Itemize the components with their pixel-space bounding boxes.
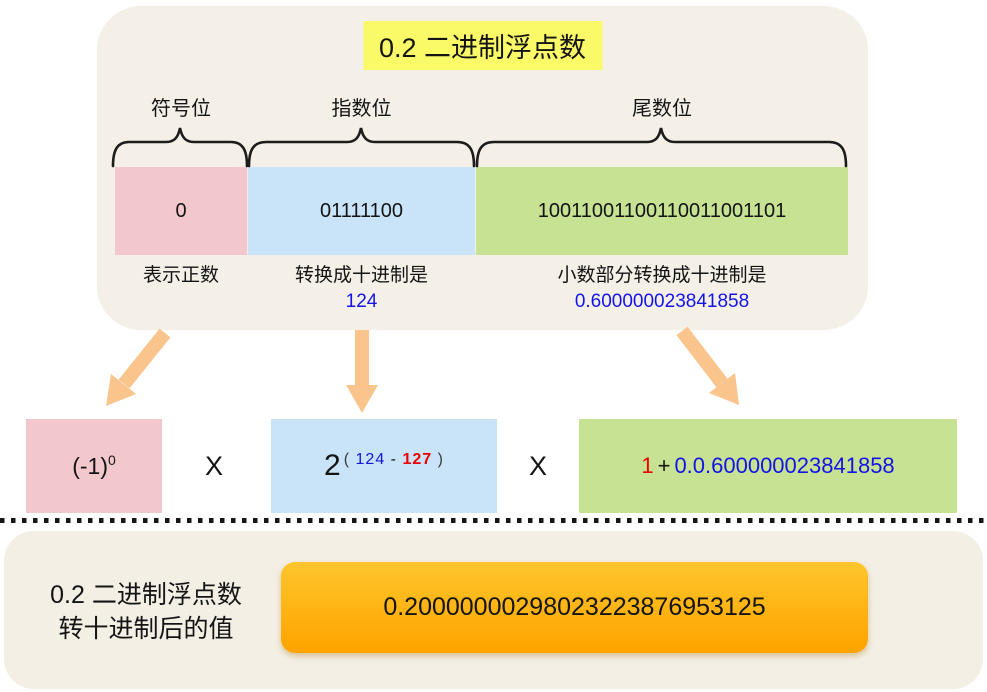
sign-bit-box: 0	[115, 167, 247, 255]
result-value: 0.20000000298023223876953125	[383, 593, 766, 621]
sign-arrow	[106, 328, 171, 406]
plus-sign: +	[657, 453, 671, 478]
multiply-operator-1: X	[204, 450, 223, 481]
minus-sign: -	[390, 451, 397, 468]
dotted-divider	[0, 518, 987, 523]
formula-exponent-term: 2( 124 - 127 )	[271, 419, 497, 513]
multiply-operator-2: X	[528, 450, 547, 481]
mantissa-decimal-value: 0.600000023841858	[574, 291, 750, 312]
card-title: 0.2 二进制浮点数	[362, 21, 603, 70]
result-value-box: 0.20000000298023223876953125	[281, 562, 868, 653]
exponent-caption-text: 转换成十进制是	[294, 265, 428, 286]
mantissa-caption: 小数部分转换成十进制是 0.600000023841858	[476, 263, 848, 315]
exponent-bias: 127	[402, 451, 433, 468]
sign-bit-label: 符号位	[151, 98, 211, 120]
result-label-line1: 0.2 二进制浮点数	[50, 581, 242, 609]
result-label: 0.2 二进制浮点数 转十进制后的值	[26, 578, 266, 646]
open-paren: (	[343, 451, 351, 468]
mantissa-bits-box: 10011001100110011001101	[476, 167, 848, 255]
result-label-line2: 转十进制后的值	[58, 615, 234, 643]
formula-mantissa-term: 1+0.0.600000023841858	[579, 419, 957, 513]
float-layout-card: 0.2 二进制浮点数 符号位 指数位 尾数位 0 01111100 100110…	[97, 6, 868, 330]
exponent-caption: 转换成十进制是 124	[248, 263, 475, 315]
mantissa-arrow	[676, 326, 739, 405]
exponent-arrow	[346, 330, 378, 413]
exponent-bits-box: 01111100	[248, 167, 475, 255]
formula-sign-exponent: 0	[107, 452, 116, 468]
exponent-value: 124	[355, 451, 386, 468]
formula-sign-base: (-1)	[72, 453, 108, 479]
sign-caption: 表示正数	[105, 263, 257, 289]
mantissa-bits-label: 尾数位	[632, 98, 692, 120]
formula-exponent-base: 2	[324, 449, 341, 482]
formula-sign-term: (-1)0	[26, 419, 162, 513]
result-card: 0.2 二进制浮点数 转十进制后的值 0.2000000029802322387…	[4, 531, 983, 689]
close-paren: )	[437, 451, 444, 468]
exponent-decimal-value: 124	[345, 291, 378, 312]
implicit-one: 1	[641, 453, 654, 478]
mantissa-caption-text: 小数部分转换成十进制是	[557, 265, 767, 286]
mantissa-fraction-value: 0.0.600000023841858	[674, 453, 895, 478]
sign-caption-text: 表示正数	[142, 265, 219, 286]
exponent-bits-label: 指数位	[331, 98, 392, 120]
